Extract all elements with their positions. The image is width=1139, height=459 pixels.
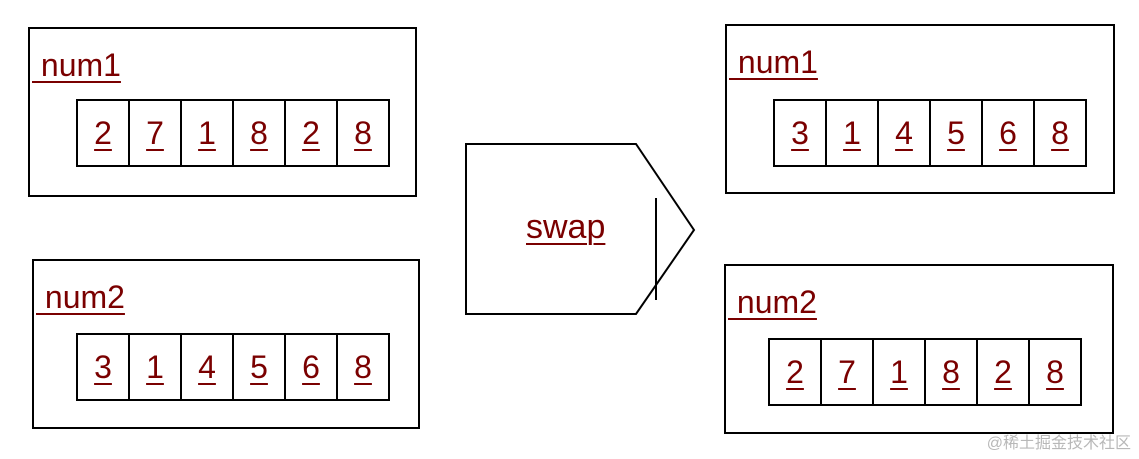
left-num1-cell: 2 xyxy=(286,101,338,165)
left-num1-cell: 7 xyxy=(130,101,182,165)
left-num1-cell: 2 xyxy=(78,101,130,165)
right-num1-cell: 3 xyxy=(775,101,827,165)
left-num1-cell: 1 xyxy=(182,101,234,165)
right-num2-cell: 8 xyxy=(926,340,978,404)
right-num2-panel: num2 2 7 1 8 2 8 xyxy=(724,264,1114,434)
left-num2-cell: 1 xyxy=(130,335,182,399)
right-num1-cell: 5 xyxy=(931,101,983,165)
right-num2-cell: 8 xyxy=(1046,353,1064,390)
right-num1-cell: 4 xyxy=(879,101,931,165)
right-num1-panel: num1 3 1 4 5 6 8 xyxy=(725,24,1115,194)
left-num2-panel: num2 3 1 4 5 6 8 xyxy=(32,259,420,429)
left-num1-array: 2 7 1 8 2 8 xyxy=(76,99,390,167)
swap-arrow-shape xyxy=(465,143,696,315)
right-num1-cell: 8 xyxy=(1051,114,1069,151)
left-num2-cell: 6 xyxy=(286,335,338,399)
swap-arrow-outline xyxy=(465,143,696,315)
right-num2-cell: 2 xyxy=(978,340,1030,404)
left-num2-title: num2 xyxy=(36,279,125,315)
left-num1-cell: 8 xyxy=(234,101,286,165)
right-num2-cell: 1 xyxy=(874,340,926,404)
left-num1-panel: num1 2 7 1 8 2 8 xyxy=(28,27,417,197)
left-num2-array: 3 1 4 5 6 8 xyxy=(76,333,390,401)
right-num2-cell: 7 xyxy=(822,340,874,404)
swap-label: swap xyxy=(526,208,606,246)
right-num1-cell: 1 xyxy=(827,101,879,165)
right-num1-cell: 6 xyxy=(983,101,1035,165)
left-num1-title: num1 xyxy=(32,47,121,83)
right-num2-array: 2 7 1 8 2 8 xyxy=(768,338,1082,406)
left-num2-cell: 5 xyxy=(234,335,286,399)
left-num1-cell: 8 xyxy=(354,114,372,151)
right-num1-title: num1 xyxy=(729,44,818,80)
right-num2-title: num2 xyxy=(728,284,817,320)
left-num2-cell: 4 xyxy=(182,335,234,399)
right-num2-cell: 2 xyxy=(770,340,822,404)
right-num1-array: 3 1 4 5 6 8 xyxy=(773,99,1087,167)
left-num2-cell: 3 xyxy=(78,335,130,399)
watermark: @稀土掘金技术社区 xyxy=(986,435,1131,452)
left-num2-cell: 8 xyxy=(354,348,372,385)
